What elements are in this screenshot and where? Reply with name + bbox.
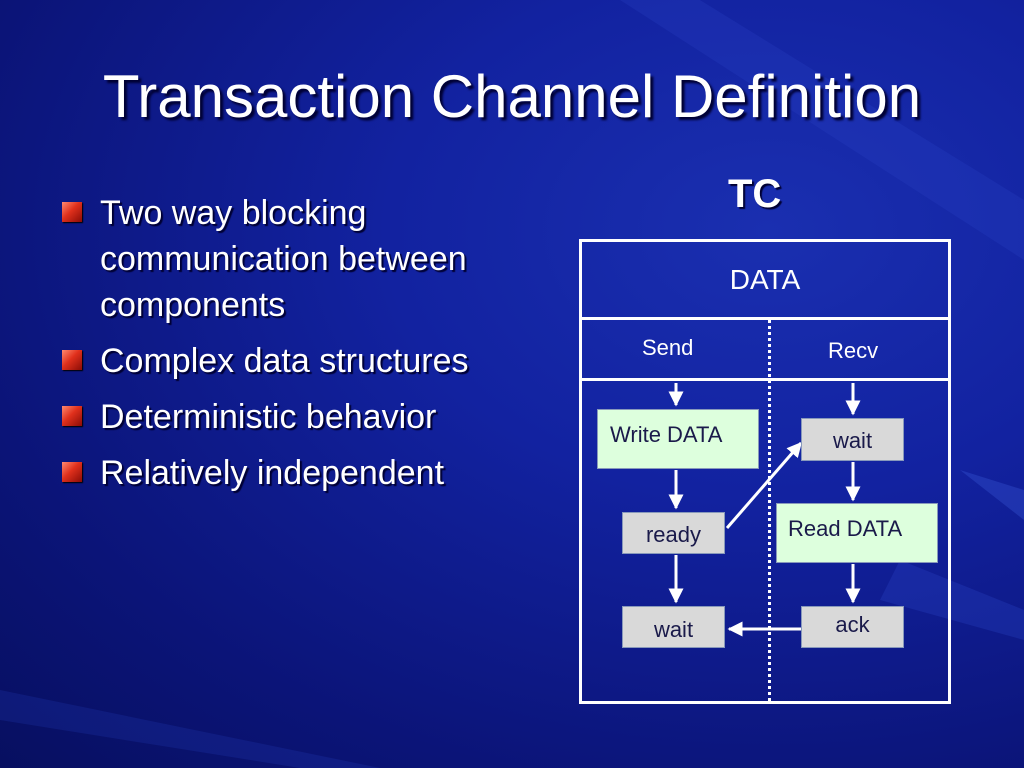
write-data-label: Write DATA bbox=[610, 422, 723, 447]
column-divider bbox=[768, 320, 771, 701]
tc-diagram-box: DATA Send Recv bbox=[579, 239, 951, 704]
data-header-row: DATA bbox=[582, 242, 948, 320]
bullet-list: Two way blocking communication between c… bbox=[62, 190, 552, 506]
bullet-text: Two way blocking communication between c… bbox=[100, 194, 467, 324]
ready-label: ready bbox=[645, 522, 702, 547]
column-header-row: Send Recv bbox=[582, 320, 948, 381]
bullet-item: Relatively independent bbox=[62, 450, 552, 496]
slide-title: Transaction Channel Definition bbox=[102, 63, 922, 130]
bullet-item: Deterministic behavior bbox=[62, 394, 552, 440]
recv-wait-label: wait bbox=[832, 428, 873, 453]
recv-column-label: Recv bbox=[828, 338, 879, 363]
read-data-label: Read DATA bbox=[788, 516, 903, 541]
bullet-text: Complex data structures bbox=[100, 342, 469, 380]
bullet-square-icon bbox=[62, 202, 82, 222]
send-wait-label: wait bbox=[653, 617, 694, 642]
data-header-label: DATA bbox=[729, 264, 801, 295]
tc-label: TC bbox=[728, 172, 782, 216]
send-column-label: Send bbox=[642, 335, 694, 360]
ack-box: ack bbox=[801, 606, 904, 648]
bullet-text: Deterministic behavior bbox=[100, 398, 437, 436]
bullet-text: Relatively independent bbox=[100, 454, 445, 492]
bullet-item: Two way blocking communication between c… bbox=[62, 190, 552, 328]
write-data-box: Write DATA bbox=[597, 409, 759, 469]
ready-box: ready bbox=[622, 512, 725, 554]
read-data-box: Read DATA bbox=[776, 503, 938, 563]
bullet-square-icon bbox=[62, 406, 82, 426]
send-wait-box: wait bbox=[622, 606, 725, 648]
bullet-square-icon bbox=[62, 350, 82, 370]
bullet-item: Complex data structures bbox=[62, 338, 552, 384]
ack-label: ack bbox=[835, 612, 870, 637]
bullet-square-icon bbox=[62, 462, 82, 482]
recv-wait-box: wait bbox=[801, 418, 904, 461]
